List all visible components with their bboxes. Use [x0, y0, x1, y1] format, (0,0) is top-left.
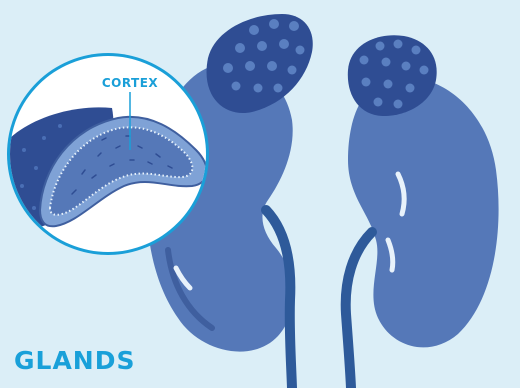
left-adrenal-gland-icon [207, 14, 313, 113]
right-kidney-icon [348, 77, 499, 347]
page-title: GLANDS [14, 346, 135, 375]
right-ureter [346, 232, 372, 388]
cortex-label: CORTEX [90, 76, 170, 90]
